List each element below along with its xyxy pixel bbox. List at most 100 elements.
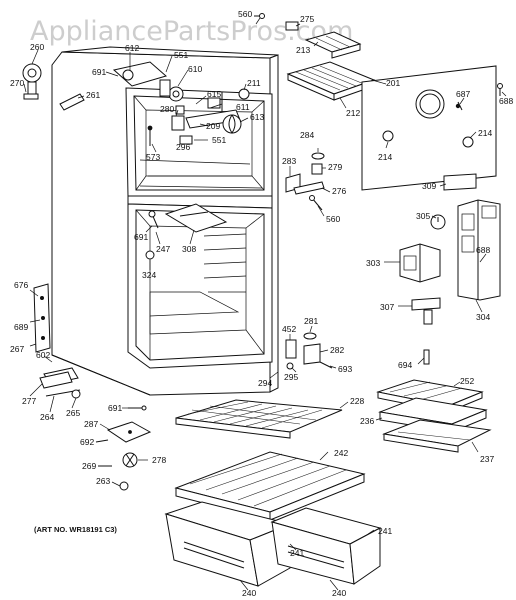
label-693: 693 bbox=[338, 364, 352, 374]
label-252: 252 bbox=[460, 376, 474, 386]
screw-part-693 bbox=[319, 361, 333, 369]
part-694 bbox=[423, 349, 430, 365]
label-691-bot: 691 bbox=[108, 403, 122, 413]
ice-tray-part-213 bbox=[304, 31, 362, 59]
label-212: 212 bbox=[346, 108, 360, 118]
screw-part-560-top bbox=[254, 13, 265, 19]
label-615: 615 bbox=[207, 89, 221, 99]
label-687: 687 bbox=[456, 89, 470, 99]
label-240-b: 240 bbox=[332, 588, 346, 598]
part-284 bbox=[311, 152, 325, 160]
part-labels: 560 275 213 201 212 260 270 261 691 612 … bbox=[10, 9, 513, 598]
label-236: 236 bbox=[360, 416, 374, 426]
label-241-a: 241 bbox=[290, 548, 304, 558]
label-304: 304 bbox=[476, 312, 490, 322]
label-602: 602 bbox=[36, 350, 50, 360]
label-296: 296 bbox=[176, 142, 190, 152]
cabinet-body bbox=[33, 46, 279, 396]
label-692: 692 bbox=[80, 437, 94, 447]
label-688-top: 688 bbox=[499, 96, 513, 106]
label-691-mid: 691 bbox=[134, 232, 148, 242]
crisper-cover-part-242 bbox=[174, 451, 366, 521]
label-240-a: 240 bbox=[242, 588, 256, 598]
label-213: 213 bbox=[296, 45, 310, 55]
label-277: 277 bbox=[22, 396, 36, 406]
label-689: 689 bbox=[14, 322, 28, 332]
label-279: 279 bbox=[328, 162, 342, 172]
label-309: 309 bbox=[422, 181, 436, 191]
label-211: 211 bbox=[247, 78, 261, 88]
screw-part-692 bbox=[95, 439, 109, 443]
label-573: 573 bbox=[146, 152, 160, 162]
label-275: 275 bbox=[300, 14, 314, 24]
control-housing-part-304 bbox=[457, 199, 501, 301]
label-280: 280 bbox=[160, 104, 174, 114]
label-611: 611 bbox=[236, 102, 250, 112]
thermostat-part-280 bbox=[147, 105, 185, 146]
top-hinge-part-260 bbox=[22, 63, 42, 100]
watermark-text: AppliancePartsPros.com bbox=[30, 16, 353, 47]
label-560-top: 560 bbox=[238, 9, 252, 19]
fan-blade-part-613 bbox=[222, 88, 250, 134]
part-279 bbox=[311, 163, 323, 175]
art-number: (ART NO. WR18191 C3) bbox=[34, 525, 117, 534]
label-214-a: 214 bbox=[478, 128, 492, 138]
hinge-part-282 bbox=[303, 343, 321, 365]
leader-lines bbox=[23, 17, 507, 591]
control-knob-part-305 bbox=[430, 214, 446, 230]
damper-part-303 bbox=[399, 243, 441, 283]
label-551-a: 551 bbox=[174, 50, 188, 60]
label-305: 305 bbox=[416, 211, 430, 221]
label-307: 307 bbox=[380, 302, 394, 312]
label-261: 261 bbox=[86, 90, 100, 100]
label-241-b: 241 bbox=[378, 526, 392, 536]
part-276 bbox=[293, 181, 325, 195]
part-275 bbox=[285, 21, 299, 31]
label-276: 276 bbox=[332, 186, 346, 196]
label-294: 294 bbox=[258, 378, 272, 388]
label-551-b: 551 bbox=[212, 135, 226, 145]
label-263: 263 bbox=[96, 476, 110, 486]
label-237: 237 bbox=[480, 454, 494, 464]
screw-part-247 bbox=[148, 210, 159, 229]
part-573 bbox=[179, 135, 193, 145]
label-308: 308 bbox=[182, 244, 196, 254]
label-283: 283 bbox=[282, 156, 296, 166]
label-281: 281 bbox=[304, 316, 318, 326]
label-303: 303 bbox=[366, 258, 380, 268]
label-284: 284 bbox=[300, 130, 314, 140]
label-260: 260 bbox=[30, 42, 44, 52]
crisper-drawer-right-part-240 bbox=[270, 507, 382, 585]
evaporator-cover-part-201 bbox=[361, 65, 497, 191]
label-287: 287 bbox=[84, 419, 98, 429]
screw-part-688-top bbox=[497, 83, 503, 96]
part-263 bbox=[119, 481, 129, 491]
air-duct-part-308 bbox=[164, 203, 228, 233]
label-452: 452 bbox=[282, 324, 296, 334]
screw-part-691-bot bbox=[128, 405, 147, 411]
label-264: 264 bbox=[40, 412, 54, 422]
wheel-part-278 bbox=[122, 452, 138, 468]
label-676: 676 bbox=[14, 280, 28, 290]
wire-shelf-part-228 bbox=[175, 399, 343, 439]
part-307 bbox=[411, 297, 441, 325]
label-209: 209 bbox=[206, 121, 220, 131]
label-612: 612 bbox=[125, 43, 139, 53]
roller-part-265 bbox=[71, 389, 81, 399]
label-228: 228 bbox=[350, 396, 364, 406]
screw-part-560-mid bbox=[309, 195, 323, 211]
label-613: 613 bbox=[250, 112, 264, 122]
label-282: 282 bbox=[330, 345, 344, 355]
label-694: 694 bbox=[398, 360, 412, 370]
label-part-309 bbox=[443, 173, 477, 191]
part-452 bbox=[285, 339, 297, 359]
label-324: 324 bbox=[142, 270, 156, 280]
freezer-shelf-part-212 bbox=[286, 61, 376, 101]
label-265: 265 bbox=[66, 408, 80, 418]
screw-part-687 bbox=[457, 101, 463, 111]
label-267: 267 bbox=[10, 344, 24, 354]
label-270: 270 bbox=[10, 78, 24, 88]
part-281 bbox=[303, 332, 317, 340]
label-201: 201 bbox=[386, 78, 400, 88]
